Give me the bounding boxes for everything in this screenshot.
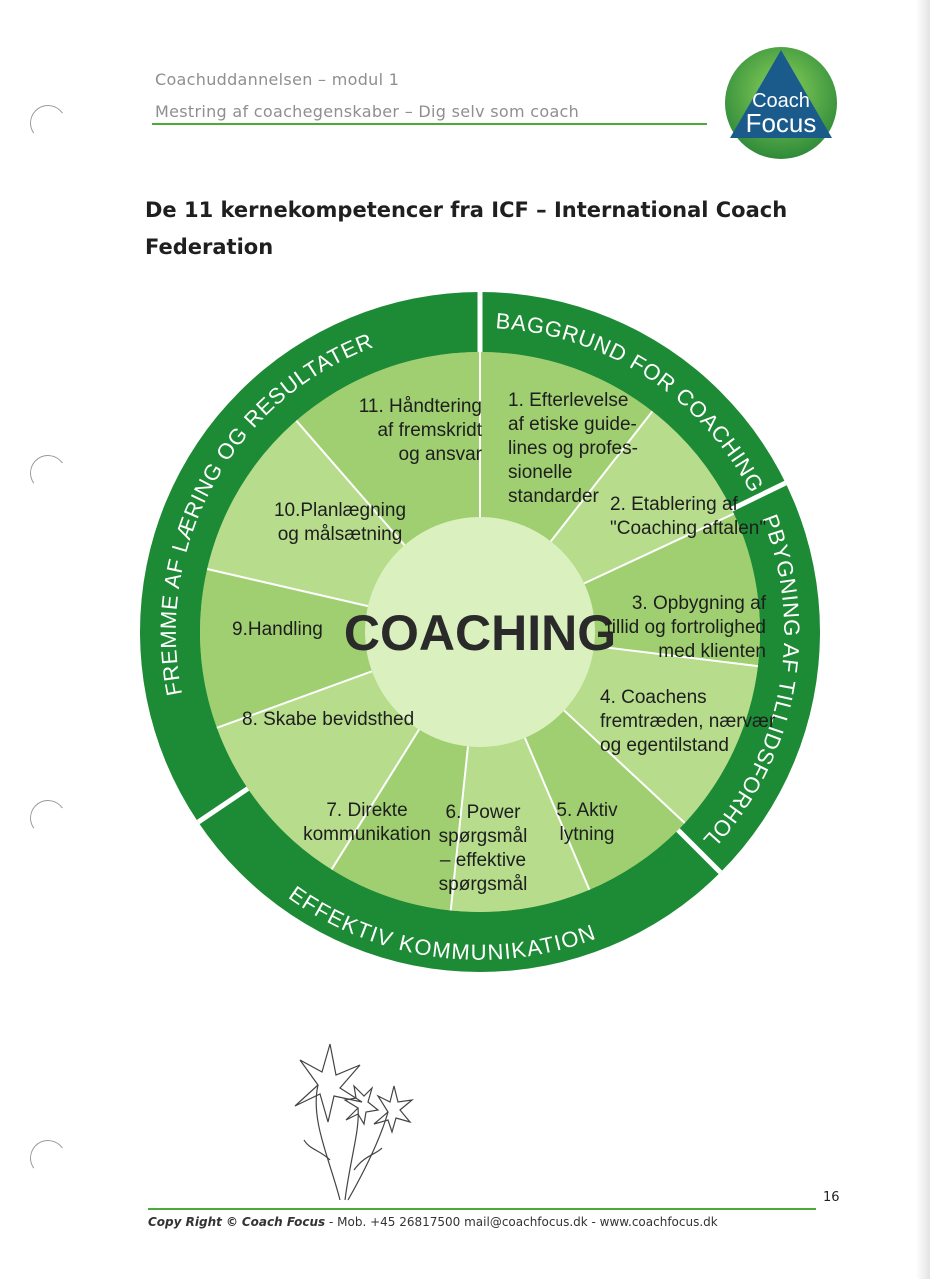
page-edge	[916, 0, 930, 1279]
punch-hole-mark	[27, 102, 69, 144]
segment-divider	[206, 568, 369, 608]
header-rule	[152, 123, 707, 125]
footer-contact: - Mob. +45 26817500 mail@coachfocus.dk -…	[325, 1215, 718, 1229]
ring-divider	[196, 786, 250, 825]
center-disc	[365, 517, 595, 747]
footer-brand: Coach Focus	[241, 1215, 326, 1229]
punch-hole-mark	[27, 1137, 69, 1179]
header-module-title: Mestring af coachegenskaber – Dig selv s…	[155, 102, 580, 121]
segment-divider	[295, 420, 406, 546]
flower-drawing	[294, 1043, 415, 1201]
footer: Copy Right © Coach Focus - Mob. +45 2681…	[148, 1215, 718, 1229]
segment-divider	[524, 737, 591, 891]
segment-9	[199, 569, 480, 728]
segment-divider	[449, 746, 469, 911]
page-title: De 11 kernekompetencer fra ICF – Interna…	[145, 198, 788, 259]
segment-divider	[550, 410, 654, 542]
logo-word-coach: Coach	[752, 90, 810, 112]
competency-9: 9.Handling	[232, 619, 323, 640]
center-label: COACHING	[344, 605, 616, 661]
footer-copyright: Copy Right ©	[148, 1215, 239, 1229]
segment-divider	[330, 728, 420, 870]
coach-focus-logo: Coach Focus	[725, 47, 837, 159]
segment-divider	[216, 670, 373, 729]
punch-hole-mark	[27, 452, 69, 494]
logo-word-focus: Focus	[746, 108, 817, 138]
ring-divider	[730, 480, 787, 512]
segment-divider	[583, 512, 735, 585]
segment-divider	[594, 645, 759, 668]
competency-2: 2. Etablering af"Coaching aftalen"	[610, 494, 766, 539]
header-course: Coachuddannelsen – modul 1	[155, 70, 400, 89]
footer-rule	[148, 1208, 816, 1210]
competency-8: 8. Skabe bevidsthed	[242, 709, 414, 730]
segment-divider	[563, 709, 686, 824]
punch-hole-mark	[27, 797, 69, 839]
page-number: 16	[823, 1190, 840, 1205]
ring-divider	[676, 828, 723, 875]
